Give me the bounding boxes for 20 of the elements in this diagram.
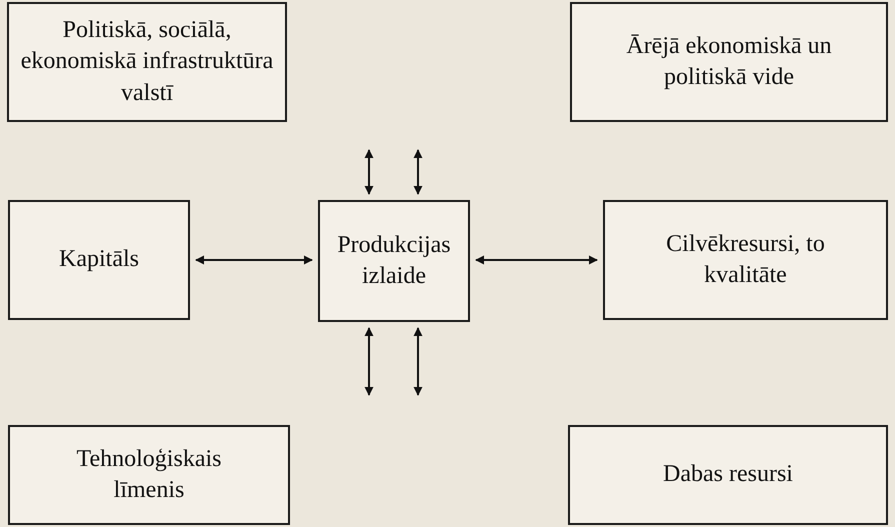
double-arrow [414,149,422,195]
factor-box [8,425,290,525]
box-text: Cilvēkresursi, to kvalitāte [665,230,826,290]
double-arrow [195,256,313,264]
factor-box [7,2,287,122]
double-arrow [414,327,422,396]
box-text: Produkcijas izlaide [336,230,452,291]
box-text: Dabas resursi [662,460,794,490]
double-arrow [364,327,374,396]
box-text: Politiskā, sociālā, ekonomiskā infrastruktūra valstī [20,16,274,108]
box-text: Kapitāls [58,245,140,274]
factor-box [570,2,888,122]
double-arrow [475,256,598,264]
box-text: Ārējā ekonomiskā un politiskā vide [625,32,833,92]
factor-box [318,200,470,322]
factor-box [568,425,888,525]
box-text: Tehnoloģiskais līmenis [76,444,222,505]
factor-box [603,200,888,320]
double-arrow [364,149,374,195]
factor-box [8,200,190,320]
